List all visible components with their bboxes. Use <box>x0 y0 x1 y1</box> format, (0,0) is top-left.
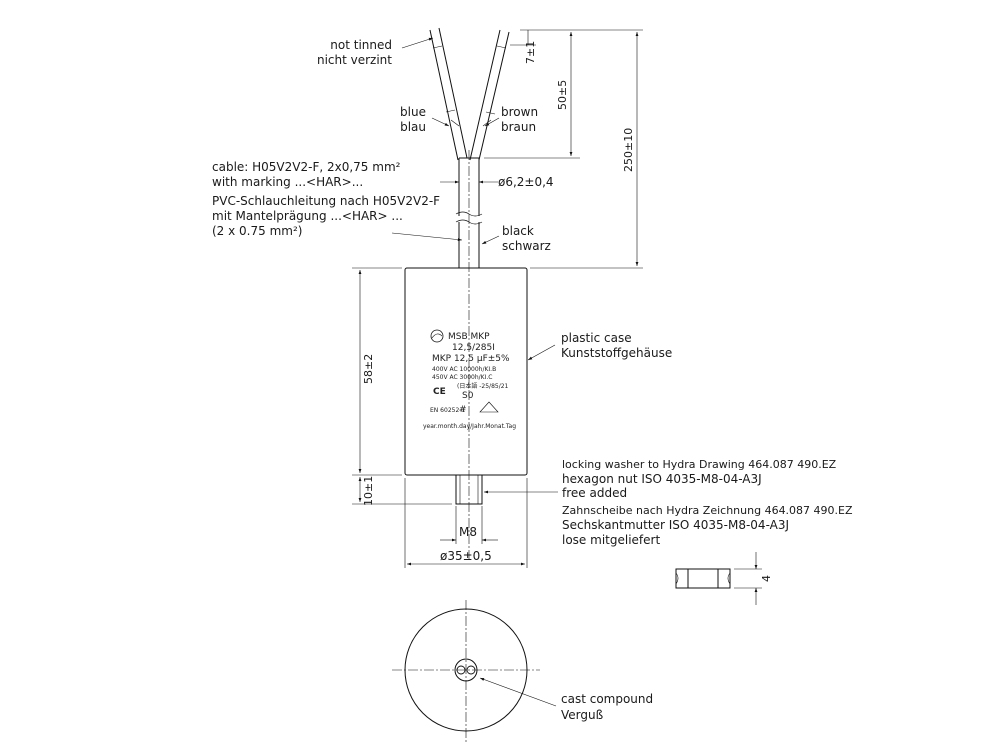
label-line-7: S0 <box>462 391 474 401</box>
dim-strip-length: 7±1 <box>524 41 537 64</box>
top-view <box>392 600 540 742</box>
black-label-de: schwarz <box>502 239 551 253</box>
dim-cable-diameter: ø6,2±0,4 <box>498 175 554 189</box>
dim-body-height: 58±2 <box>362 354 375 384</box>
hash-mark: # <box>459 405 467 415</box>
wire-core-left <box>456 665 466 675</box>
plastic-case-label-en: plastic case <box>561 331 632 345</box>
label-line-6: (日本語 -25/85/21 <box>457 382 509 390</box>
hex-nut-side-view <box>675 552 762 605</box>
dim-thread-length: 10±1 <box>362 476 375 506</box>
right-dimensions <box>484 29 643 269</box>
black-label-en: black <box>502 224 534 238</box>
label-line-1: MSB MKP <box>448 332 490 342</box>
dim-wire-length: 50±5 <box>556 80 569 110</box>
left-dimensions <box>352 267 452 505</box>
label-line-5: 450V AC 3000h/KI.C <box>432 374 492 381</box>
brown-label-en: brown <box>501 105 538 119</box>
dim-thread: M8 <box>459 525 477 539</box>
label-line-2: 12,5/285I <box>452 343 495 353</box>
blue-label-de: blau <box>400 120 426 134</box>
brown-label-de: braun <box>501 120 536 134</box>
dim-nut-height: 4 <box>760 575 773 582</box>
washer-label-de-1: Zahnscheibe nach Hydra Zeichnung 464.087… <box>562 504 853 517</box>
cable-entry-circle <box>454 658 478 682</box>
cable-label-en-1: cable: H05V2V2-F, 2x0,75 mm² <box>212 160 401 174</box>
leader-lines <box>391 37 558 707</box>
cable-label-de-3: (2 x 0.75 mm²) <box>212 224 302 238</box>
product-label: MSB MKP 12,5/285I MKP 12,5 µF±5% 400V AC… <box>423 329 516 430</box>
cable-label-en-2: with marking ...<HAR>... <box>212 175 363 189</box>
cable-label-de-2: mit Mantelprägung ...<HAR> ... <box>212 209 403 223</box>
label-line-3: MKP 12,5 µF±5% <box>432 354 510 364</box>
label-line-9: year.month.day/Jahr.Monat.Tag <box>423 423 516 430</box>
cast-compound-label-de: Verguß <box>561 708 604 722</box>
washer-label-en-1: locking washer to Hydra Drawing 464.087 … <box>562 458 837 471</box>
wire-core-right <box>466 665 476 675</box>
hydra-logo-swirl-icon <box>431 333 443 339</box>
washer-label-de-3: lose mitgeliefert <box>562 533 660 547</box>
approval-triangle-icon <box>479 401 499 413</box>
cast-compound-label-en: cast compound <box>561 692 653 706</box>
not-tinned-label-de: nicht verzint <box>317 53 392 67</box>
washer-label-en-2: hexagon nut ISO 4035-M8-04-A3J <box>562 472 762 486</box>
label-line-8: EN 60252-1 <box>430 407 465 414</box>
bottom-dimensions <box>404 478 528 568</box>
washer-label-en-3: free added <box>562 486 627 500</box>
washer-label-de-2: Sechskantmutter ISO 4035-M8-04-A3J <box>562 518 789 532</box>
wire-leads <box>429 27 510 161</box>
ce-mark: CE <box>433 387 446 397</box>
blue-label-en: blue <box>400 105 426 119</box>
label-line-4: 400V AC 10000h/KI.B <box>432 366 496 373</box>
dim-body-diameter: ø35±0,5 <box>440 549 492 563</box>
capacitor-body <box>404 267 528 505</box>
not-tinned-label-en: not tinned <box>330 38 392 52</box>
dim-total-length: 250±10 <box>622 128 635 172</box>
cable-label-de-1: PVC-Schlauchleitung nach H05V2V2-F <box>212 194 440 208</box>
plastic-case-label-de: Kunststoffgehäuse <box>561 346 672 360</box>
hydra-logo-icon <box>430 329 444 343</box>
